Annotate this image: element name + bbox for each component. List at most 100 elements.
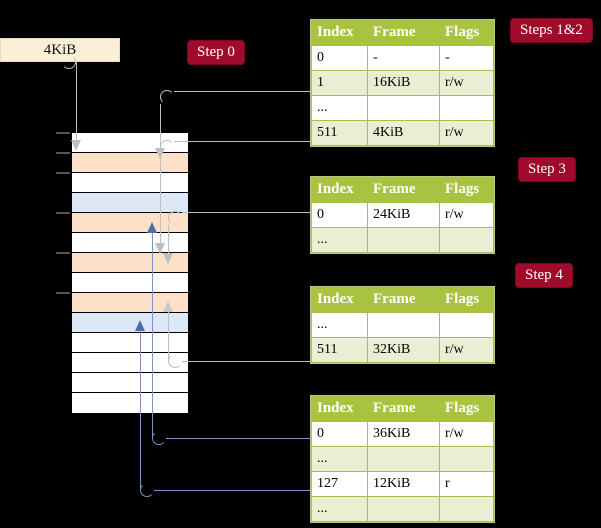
memory-frame-row <box>56 252 188 273</box>
memory-frame-row <box>72 273 188 293</box>
memory-frame-row <box>72 313 188 333</box>
connector-segment <box>166 438 311 439</box>
connector-segment <box>76 62 77 147</box>
frame-box-label: 4KiB <box>43 42 77 58</box>
cell-flags: r/w <box>439 202 494 228</box>
connector-segment <box>182 212 311 213</box>
frame-box-4kib: 4KiB <box>0 38 120 62</box>
connector-segment <box>168 225 169 260</box>
table-row: ... <box>311 227 494 253</box>
connector-corner <box>140 483 154 497</box>
cell-flags: r/w <box>439 70 494 96</box>
cell-index: ... <box>311 446 368 472</box>
cell-flags: r/w <box>439 337 494 363</box>
connector-arrowhead <box>155 148 165 159</box>
badge-step-4: Step 4 <box>516 264 572 287</box>
connector-segment <box>174 141 311 142</box>
cell-index: 0 <box>311 421 368 447</box>
badge-step-3: Step 3 <box>519 158 575 181</box>
column-header-flags: Flags <box>439 396 494 422</box>
cell-frame <box>367 446 440 472</box>
memory-frame-row <box>72 193 188 213</box>
cell-index: 1 <box>311 70 368 96</box>
column-header-index: Index <box>311 287 368 313</box>
cell-frame <box>367 95 440 121</box>
connector-corner <box>168 211 182 225</box>
connector-arrowhead <box>71 140 81 151</box>
cell-index: ... <box>311 227 368 253</box>
connector-segment <box>174 91 311 92</box>
cell-frame: 36KiB <box>367 421 440 447</box>
cell-index: ... <box>311 496 368 522</box>
column-header-index: Index <box>311 396 368 422</box>
connector-corner <box>152 431 166 445</box>
cell-flags <box>439 312 494 338</box>
column-header-index: Index <box>311 177 368 203</box>
memory-frame-row <box>56 292 188 313</box>
table-row: ... <box>311 446 494 472</box>
table-row: ... <box>311 312 494 338</box>
memory-frame-row <box>72 393 188 413</box>
column-header-frame: Frame <box>367 177 440 203</box>
memory-frame-row <box>72 353 188 373</box>
column-header-frame: Frame <box>367 287 440 313</box>
memory-tick-mark <box>56 172 70 174</box>
memory-tick-mark <box>56 212 70 214</box>
connector-segment <box>152 232 153 438</box>
connector-segment <box>140 330 141 490</box>
memory-tick-mark <box>56 292 70 294</box>
column-header-frame: Frame <box>367 396 440 422</box>
memory-frame-row <box>56 152 188 173</box>
connector-segment <box>160 104 161 249</box>
cell-index: 0 <box>311 45 368 71</box>
physical-memory-column <box>56 131 190 415</box>
cell-frame <box>367 496 440 522</box>
table-row: ... <box>311 496 494 522</box>
connector-segment <box>154 490 311 491</box>
memory-tick-mark <box>56 252 70 254</box>
column-header-flags: Flags <box>439 177 494 203</box>
cell-flags <box>439 227 494 253</box>
table-row: ... <box>311 95 494 121</box>
connector-corner <box>160 90 174 104</box>
connector-arrowhead <box>163 301 173 312</box>
connector-corner <box>160 140 174 154</box>
connector-corner <box>168 354 182 368</box>
connector-corner <box>62 55 76 69</box>
cell-flags <box>439 496 494 522</box>
cell-frame <box>367 312 440 338</box>
column-header-index: Index <box>311 20 368 46</box>
connector-segment <box>182 361 311 362</box>
memory-tick-mark <box>56 152 70 154</box>
column-header-flags: Flags <box>439 287 494 313</box>
cell-frame: - <box>367 45 440 71</box>
connector-segment <box>168 312 169 360</box>
memory-frame-row <box>56 172 188 193</box>
memory-frame-row <box>72 373 188 393</box>
memory-frame-row <box>72 233 188 253</box>
cell-flags <box>439 446 494 472</box>
memory-tick-mark <box>56 132 70 134</box>
connector-arrowhead <box>163 253 173 264</box>
connector-arrowhead <box>135 320 145 331</box>
cell-flags: r/w <box>439 421 494 447</box>
connector-arrowhead <box>147 222 157 233</box>
cell-index: 511 <box>311 337 368 363</box>
cell-index: ... <box>311 312 368 338</box>
table-row: 0-- <box>311 45 494 71</box>
cell-index: 511 <box>311 120 368 146</box>
badge-steps-1-2: Steps 1&2 <box>511 19 592 42</box>
cell-frame: 16KiB <box>367 70 440 96</box>
